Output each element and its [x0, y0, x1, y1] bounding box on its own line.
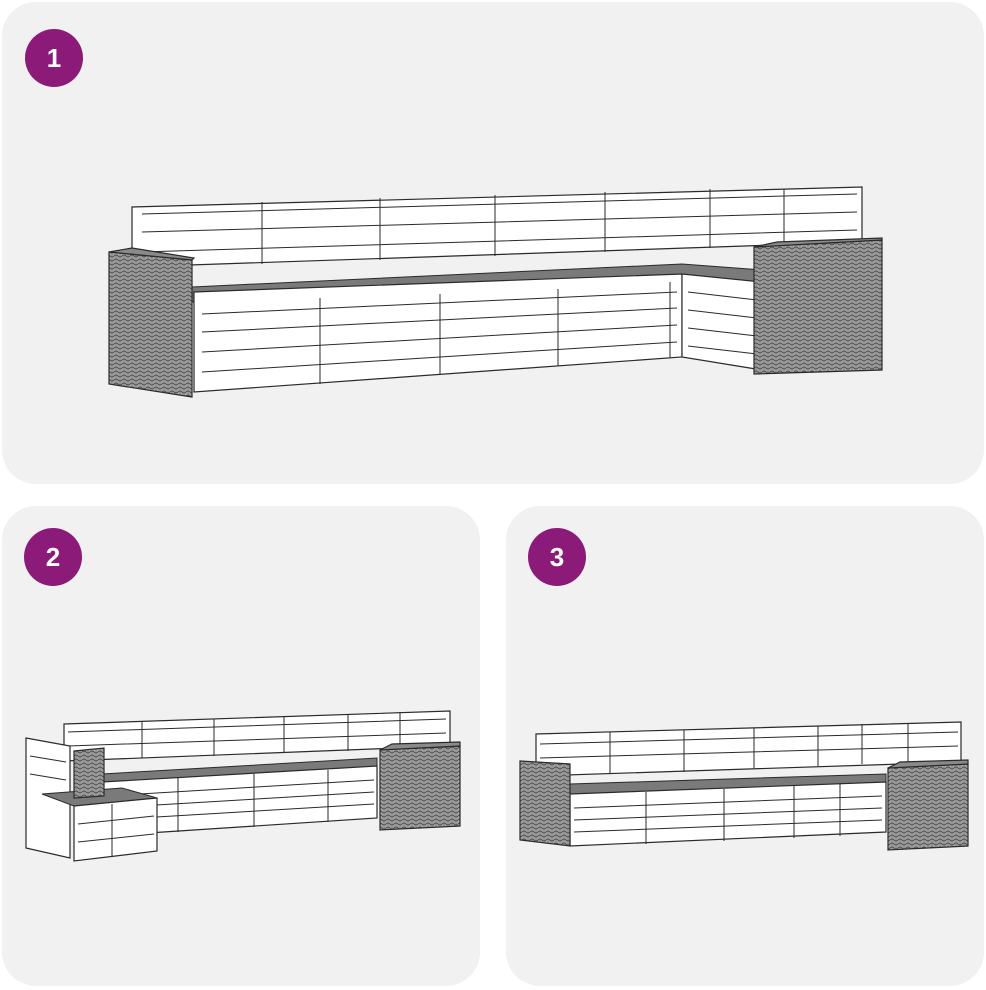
- step-badge-2: 2: [24, 528, 82, 586]
- panel-2: 2: [2, 506, 480, 986]
- backrest-icon: [131, 186, 863, 268]
- panel-1: 1: [2, 2, 984, 484]
- sofa-illustration-3: [519, 721, 969, 851]
- pallet-sofa-module-icon: [25, 737, 378, 862]
- sofa-illustration-1: [108, 186, 883, 398]
- step-badge-3: 3: [528, 528, 586, 586]
- step-badge-1: 1: [25, 29, 83, 87]
- panel-3: 3: [506, 506, 984, 986]
- pallet-sofa-module-icon: [191, 263, 763, 393]
- wicker-side-table-icon: [519, 759, 969, 851]
- pallet-sofa-module-icon: [569, 773, 887, 847]
- sofa-illustration-2: [25, 710, 461, 862]
- wicker-side-table-icon: [108, 237, 883, 398]
- wicker-side-table-icon: [73, 741, 461, 831]
